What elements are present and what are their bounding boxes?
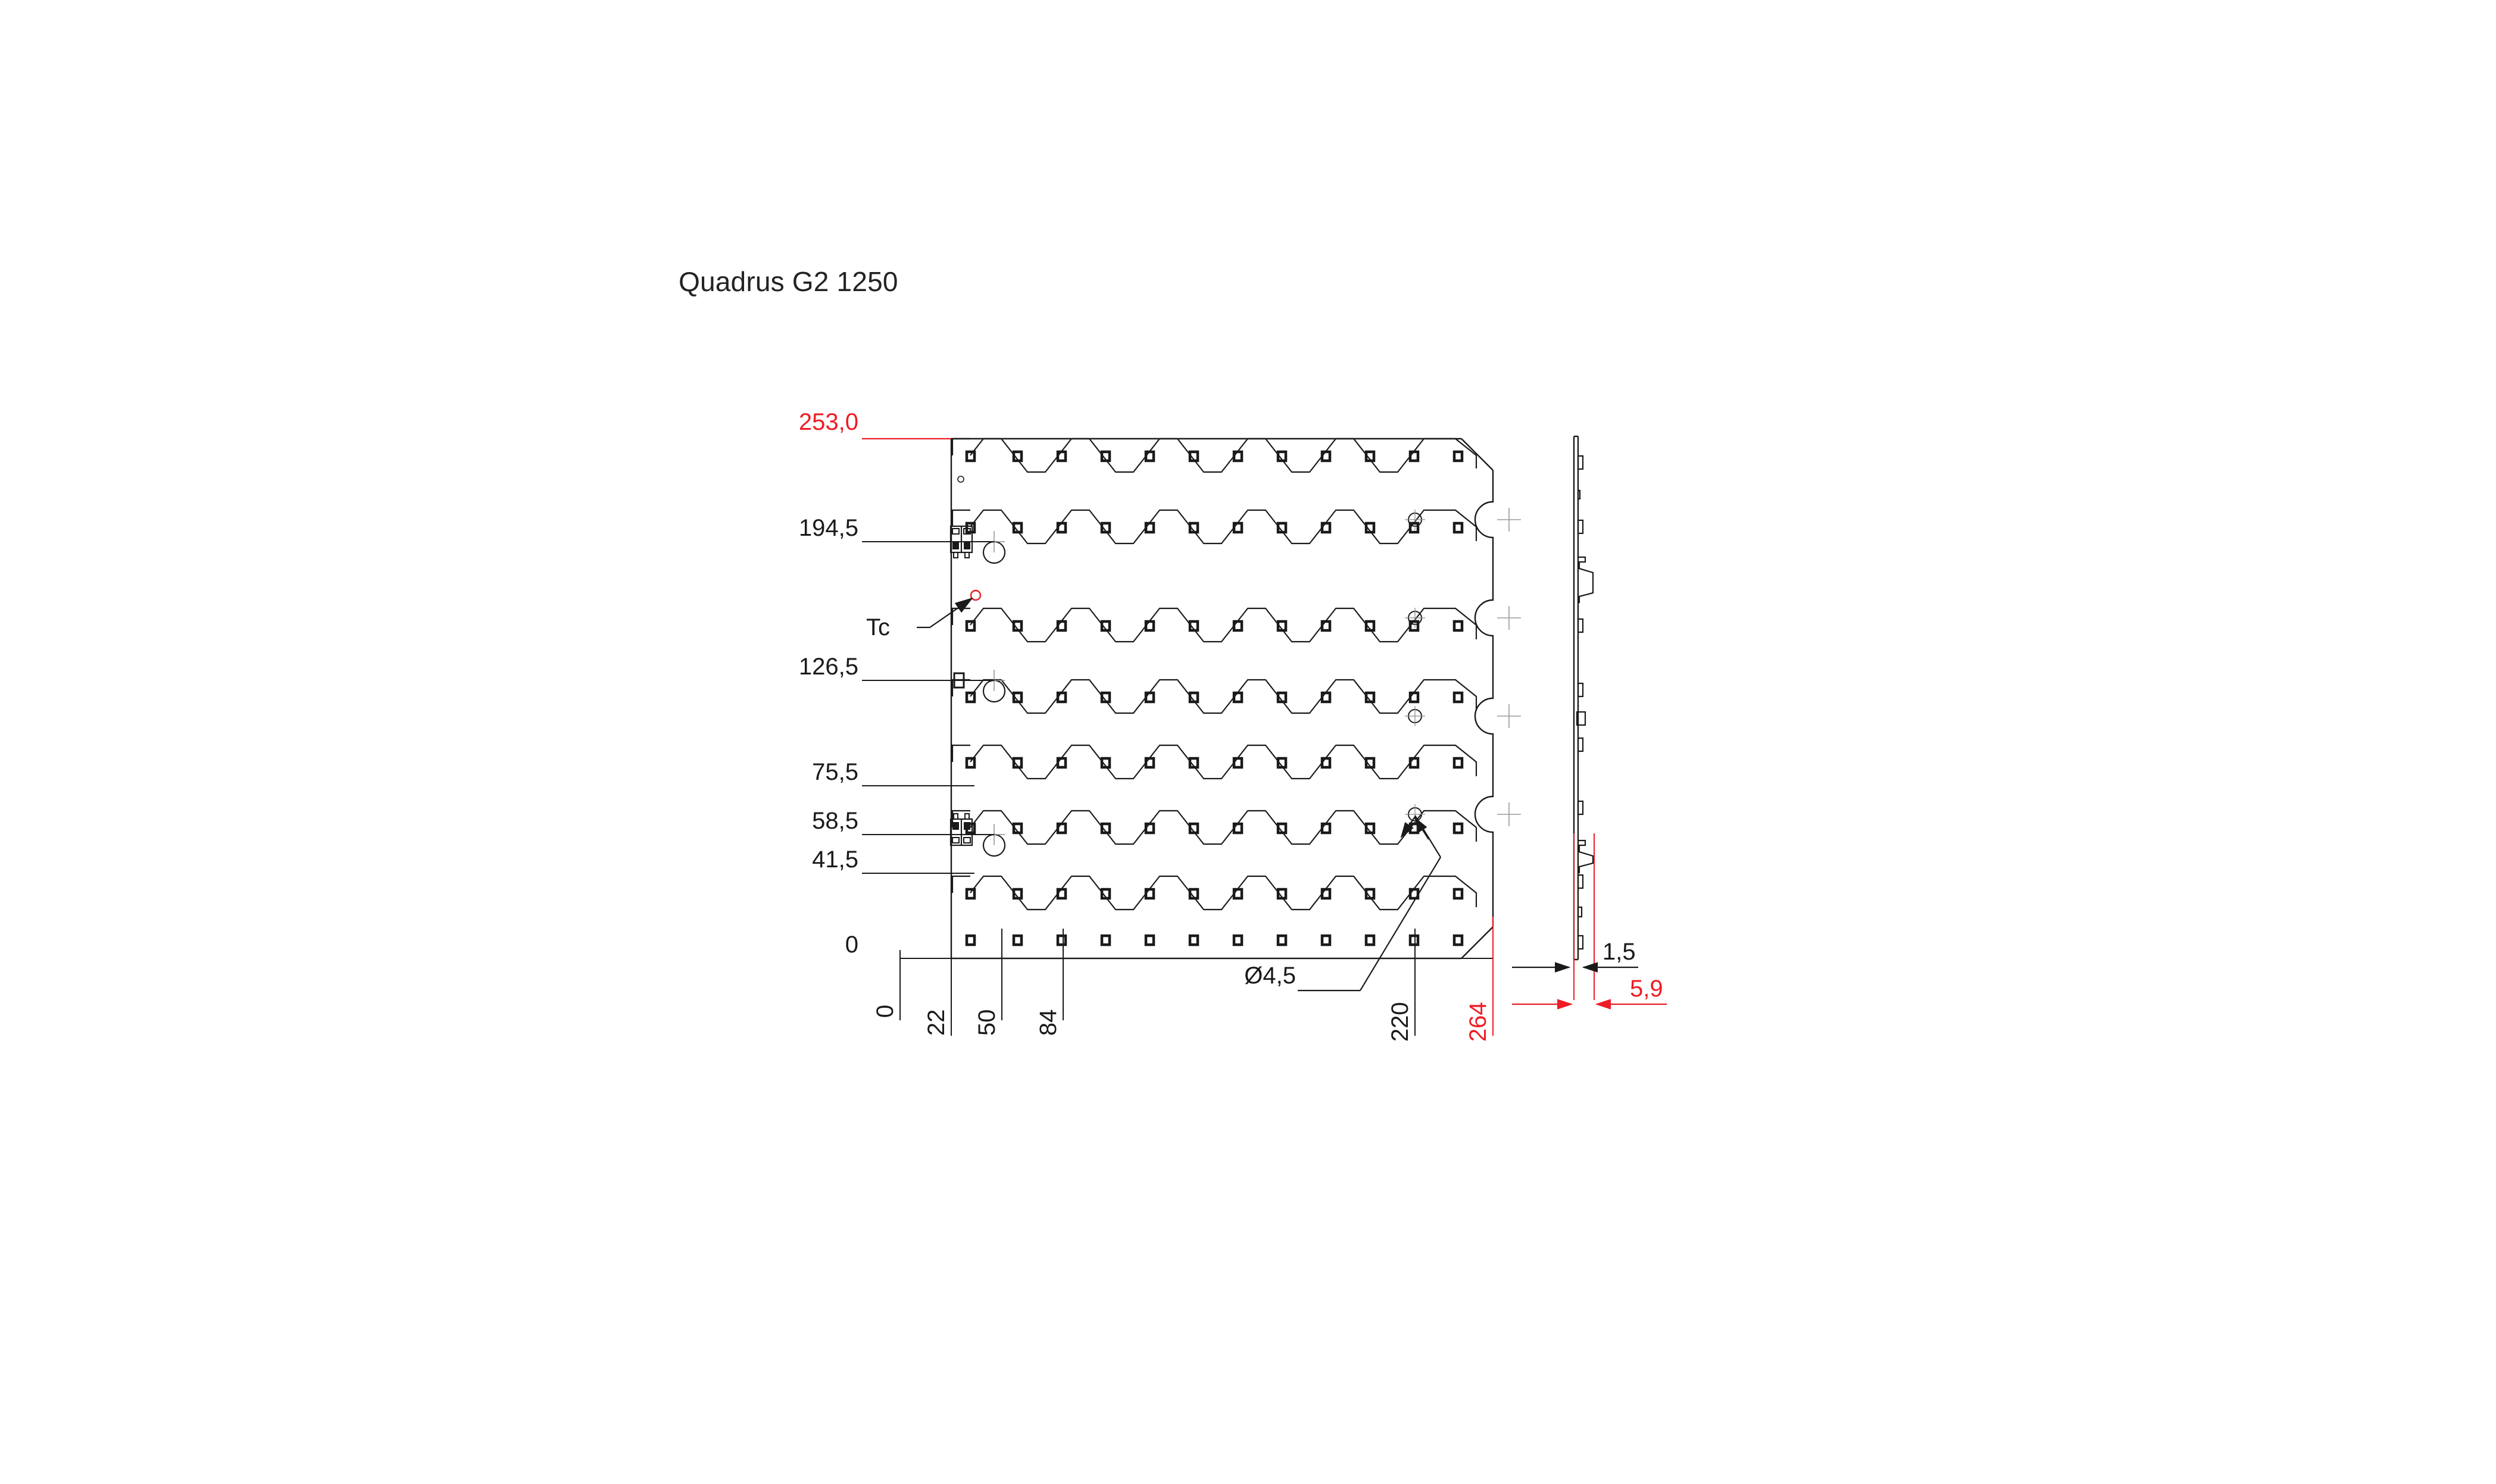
dim-label-5-9: 5,9 bbox=[1630, 976, 1663, 1002]
mounting-holes bbox=[957, 476, 1425, 824]
callout-tc: Tc bbox=[866, 597, 973, 641]
dim-label-41-5: 41,5 bbox=[812, 846, 858, 873]
led-strip-row bbox=[951, 679, 1477, 714]
page-title: Quadrus G2 1250 bbox=[679, 266, 898, 297]
right-edge-center-marks bbox=[1497, 508, 1521, 826]
dim-label-253-0: 253,0 bbox=[799, 409, 858, 435]
led-strip-row bbox=[951, 438, 1477, 473]
terminal-connector bbox=[949, 525, 973, 846]
callout-hole-diameter: Ø4,5 bbox=[1244, 815, 1441, 992]
vertical-dimension-lines bbox=[862, 438, 1493, 959]
side-view-components bbox=[1576, 455, 1586, 950]
led-strip-row bbox=[951, 744, 1477, 780]
callout-hole-label: Ø4,5 bbox=[1244, 963, 1296, 989]
dim-label-x-264: 264 bbox=[1465, 1002, 1491, 1042]
front-view: Tc Ø4,5 bbox=[799, 409, 1521, 1042]
dim-label-1-5: 1,5 bbox=[1602, 939, 1636, 965]
horizontal-dimension-lines bbox=[899, 439, 1494, 1036]
dim-label-58-5: 58,5 bbox=[812, 808, 858, 834]
led-strip-rows bbox=[951, 438, 1477, 911]
horizontal-dimension-labels: 0 22 50 84 220 264 bbox=[872, 1002, 1491, 1042]
led-strip-row bbox=[951, 875, 1477, 911]
dim-label-x-84: 84 bbox=[1035, 1010, 1061, 1036]
vertical-dimension-labels: 253,0 194,5 126,5 75,5 58,5 41,5 0 bbox=[799, 409, 858, 958]
dim-thickness-1-5: 1,5 bbox=[1512, 939, 1638, 973]
side-view-connectors bbox=[1578, 556, 1594, 874]
dim-label-75-5: 75,5 bbox=[812, 759, 858, 785]
dim-label-x-220: 220 bbox=[1387, 1002, 1413, 1042]
dim-thickness-5-9: 5,9 bbox=[1512, 976, 1667, 1010]
dim-label-x-50: 50 bbox=[974, 1010, 1000, 1036]
dim-label-x-22: 22 bbox=[923, 1010, 949, 1036]
led-strip-row bbox=[951, 810, 1477, 845]
led-strip-row bbox=[951, 509, 1477, 545]
led-strip-row bbox=[951, 607, 1477, 643]
callout-tc-label: Tc bbox=[866, 614, 890, 641]
dim-label-0: 0 bbox=[845, 932, 858, 958]
left-edge-notches bbox=[982, 531, 1006, 857]
side-view: 1,5 5,9 bbox=[1512, 435, 1667, 1010]
dim-label-126-5: 126,5 bbox=[799, 654, 858, 680]
board-outline bbox=[950, 438, 1494, 960]
tc-marker-point bbox=[970, 589, 982, 601]
solder-pads bbox=[965, 450, 1464, 946]
dim-label-x-0: 0 bbox=[872, 1005, 898, 1018]
dim-label-194-5: 194,5 bbox=[799, 515, 858, 541]
